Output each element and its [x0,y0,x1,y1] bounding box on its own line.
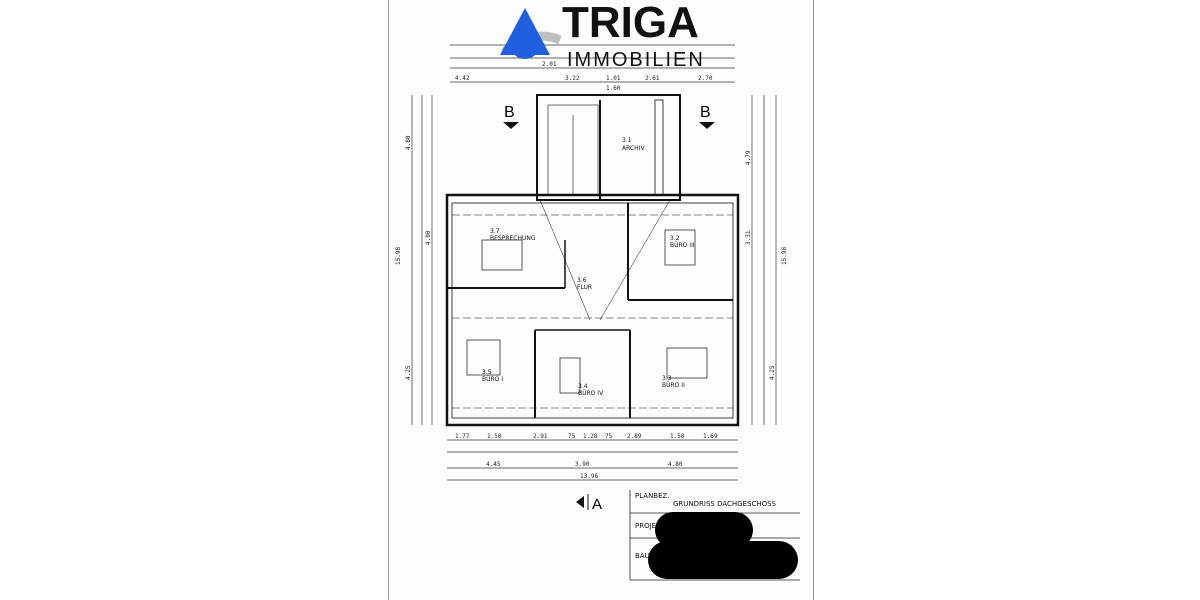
redaction [648,512,798,579]
room-3-3-name: BÜRO II [662,382,685,389]
dim-top-4: 2.70 [698,75,713,82]
room-3-5-name: BÜRO I [482,376,503,383]
dim-bottom1-3: 75 [568,433,576,440]
dim-right-1: 3.31 [745,230,752,245]
dim-bottom-total: 13.96 [580,473,598,480]
dim-top-1: 3.22 [565,75,580,82]
logo-text: TRIGA [562,0,699,47]
stair-tower [536,94,681,201]
section-mark-b-right: B [700,104,711,121]
dim-bottom1-1: 1.50 [487,433,502,440]
room-3-2-name: BÜRO III [670,242,695,249]
dim-bottom1-8: 1.69 [703,433,718,440]
dim-top-3: 2.61 [645,75,660,82]
room-3-1-name: ARCHIV [622,145,645,152]
dim-left-2: 4.25 [405,365,412,380]
dim-top-2: 1.01 [606,75,621,82]
bau-label: BAU [635,552,650,560]
dim-bottom1-0: 1.77 [455,433,470,440]
room-3-3-number: 3.3 [662,375,672,382]
dim-top-5: 1.60 [606,85,621,92]
room-3-1-number: 3.1 [622,137,632,144]
dim-right-2: 4.25 [769,365,776,380]
dim-right-0: 4.79 [745,150,752,165]
room-3-6-name: FLUR [577,284,592,291]
section-a-arrow-icon [576,496,584,508]
dim-bottom1-6: 2.89 [627,433,642,440]
logo: TRIGA IMMOBILIEN [500,0,705,71]
dim-top-6: 2.01 [542,61,557,68]
room-3-5-number: 3.5 [482,369,492,376]
dim-bottom1-5: 75 [605,433,613,440]
planbez-value: GRUNDRISS DACHGESCHOSS [673,500,777,508]
furniture [466,229,708,394]
dim-bottom1-2: 2.91 [533,433,548,440]
dim-bottom1-7: 1.50 [670,433,685,440]
section-mark-a: A [592,496,602,513]
room-3-6-number: 3.6 [577,277,587,284]
dim-left-1: 4.00 [425,230,432,245]
planbez-label: PLANBEZ. [635,492,670,500]
dim-bottom2-2: 4.80 [668,461,683,468]
dim-top-0: 4.42 [455,75,470,82]
bottom-dimension-lines [447,439,738,481]
room-3-7-number: 3.7 [490,228,500,235]
room-3-4-number: 3.4 [578,383,588,390]
projekt-label: PROJE [635,522,656,530]
logo-subtitle: IMMOBILIEN [567,49,705,71]
room-3-4-name: BÜRO IV [578,390,604,397]
dim-bottom2-0: 4.45 [486,461,501,468]
side-dimension-lines [411,95,777,425]
room-3-2-number: 3.2 [670,235,680,242]
dim-right-total: 15.98 [781,247,788,265]
dim-left-total: 15.98 [395,247,402,265]
room-3-7-name: BESPRECHUNG [490,235,536,242]
top-dimension-lines [450,44,735,83]
dim-bottom2-1: 3.90 [575,461,590,468]
building-walls [445,193,740,427]
dim-bottom1-4: 1.28 [583,433,598,440]
dim-left-0: 4.80 [405,135,412,150]
section-mark-b-left: B [504,104,515,121]
